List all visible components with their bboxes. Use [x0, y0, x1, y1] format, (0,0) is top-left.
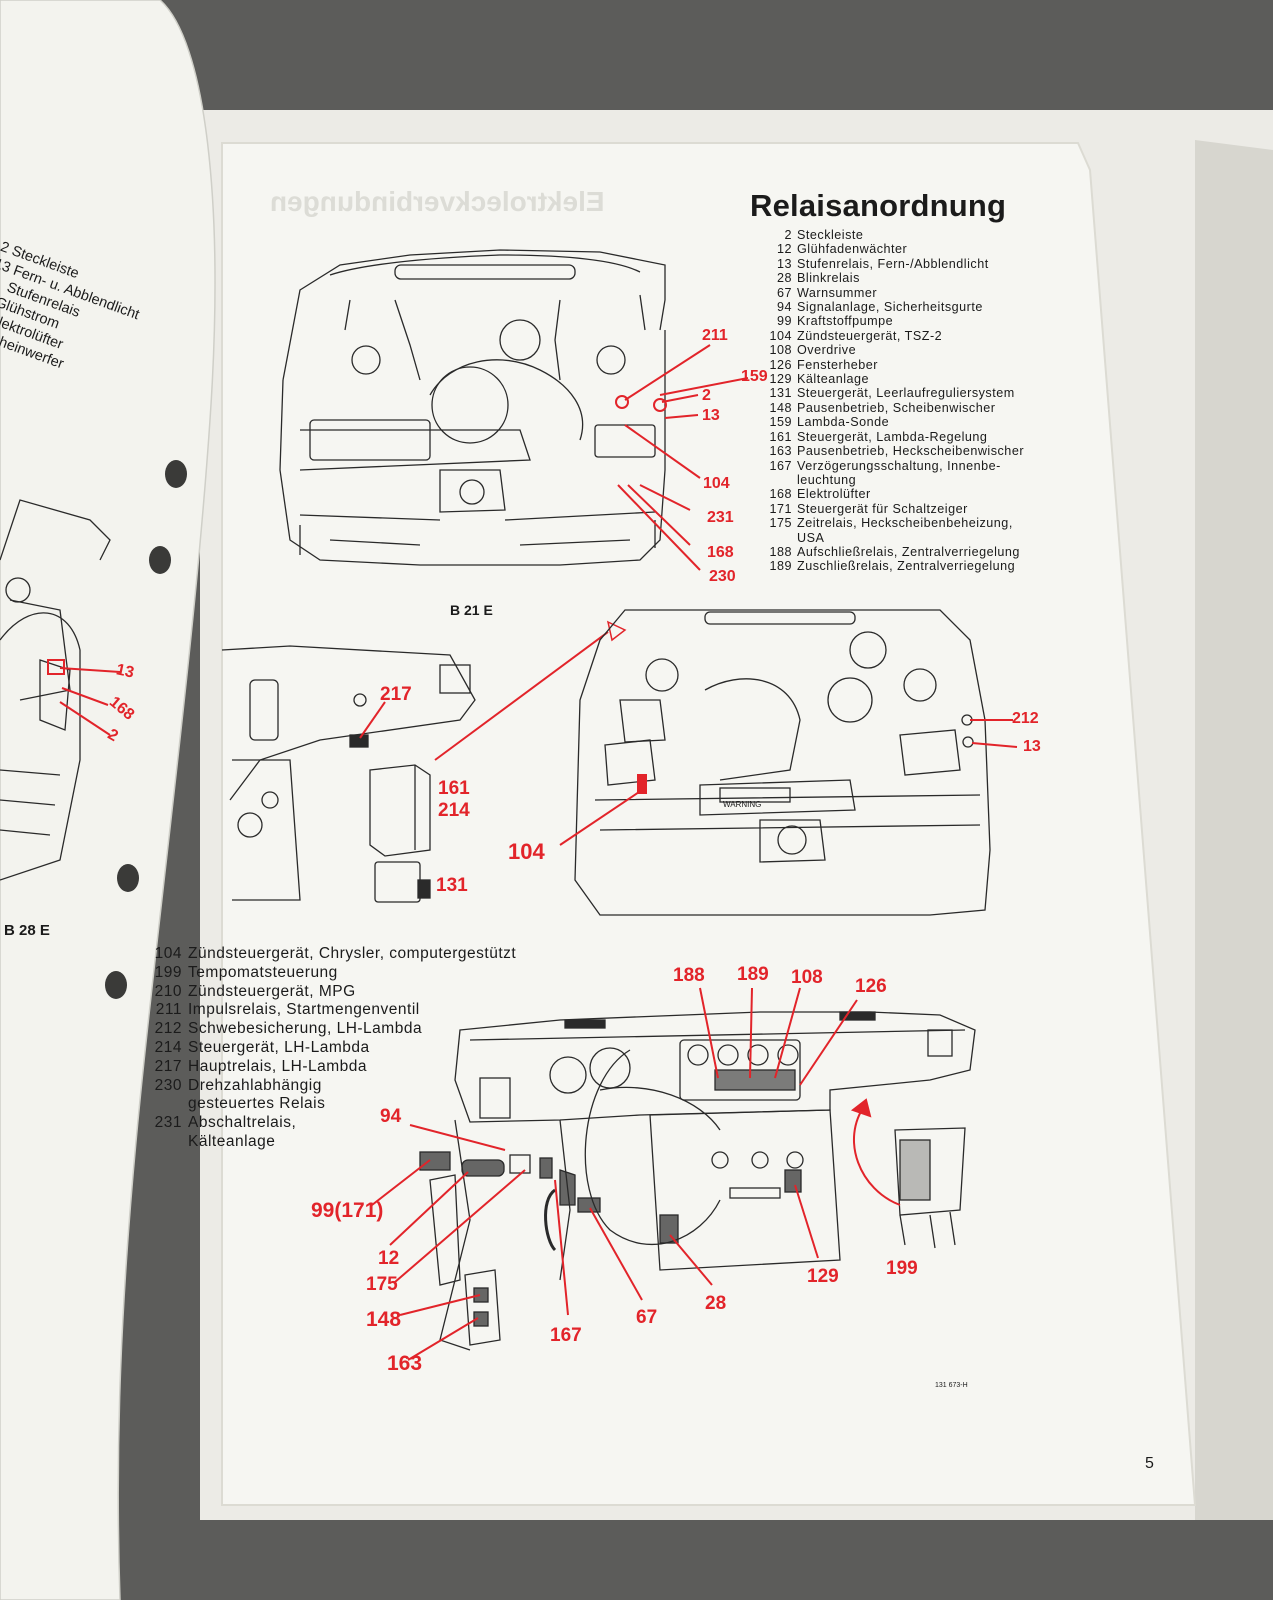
callout-189: 189: [737, 964, 769, 985]
callout-211: 211: [702, 327, 728, 344]
top-callout-leaders: [615, 344, 749, 571]
callout-28: 28: [705, 1293, 727, 1314]
mirrored-bleed-through-heading: Elektroleckverbindungen: [270, 186, 605, 217]
callout-214: 214: [438, 800, 470, 821]
callout-217: 217: [380, 684, 412, 705]
callout-199: 199: [886, 1258, 918, 1279]
left-page: [0, 0, 216, 1600]
callout-94: 94: [380, 1106, 402, 1127]
callout-175: 175: [366, 1274, 398, 1295]
engine-bay-lh-drawing: [574, 609, 991, 916]
engine-bay-b21e-drawing: [279, 249, 666, 566]
callout-168: 168: [707, 544, 734, 561]
callout-108: 108: [791, 967, 823, 988]
warning-plate-label: WARNING: [723, 800, 762, 809]
callout-212: 212: [1012, 710, 1039, 727]
dashboard-drawing: [419, 1011, 976, 1351]
callout-left-13: 13: [114, 661, 136, 682]
binder-hole: [117, 864, 139, 892]
callout-13-middle: 13: [1023, 738, 1041, 755]
engine-bay-b28e-fragment: [0, 499, 111, 881]
engine-caption-b28e: B 28 E: [4, 922, 50, 939]
callout-148: 148: [366, 1308, 402, 1331]
callout-99-171: 99(171): [311, 1199, 384, 1222]
callout-231: 231: [707, 509, 734, 526]
binder-hole: [105, 971, 127, 999]
callout-230: 230: [709, 568, 736, 585]
callout-2: 2: [702, 387, 711, 404]
right-page-shadow: [1195, 140, 1273, 1520]
callout-188: 188: [673, 965, 705, 986]
callout-131: 131: [436, 875, 468, 896]
left-callout-leaders: [47, 659, 121, 736]
dashboard-callout-leaders: [371, 987, 901, 1361]
page-number: 5: [1145, 1455, 1154, 1472]
glovebox-ecu-drawing: [221, 645, 476, 903]
document-code: 131 673-H: [935, 1382, 968, 1389]
callout-126: 126: [855, 976, 887, 997]
callout-67: 67: [636, 1307, 658, 1328]
callout-104-middle: 104: [508, 839, 545, 864]
binder-hole: [165, 460, 187, 488]
callout-12: 12: [378, 1248, 400, 1269]
engine-caption-b21e: B 21 E: [450, 602, 493, 618]
callout-167: 167: [550, 1325, 582, 1346]
middle-right-callout-leaders: [559, 719, 1018, 846]
callout-13: 13: [702, 407, 720, 424]
middle-callout-leaders: [359, 620, 627, 761]
callout-104: 104: [703, 475, 730, 492]
callout-159: 159: [741, 368, 768, 385]
page-title: Relaisanordnung: [750, 188, 1007, 223]
callout-129: 129: [807, 1266, 839, 1287]
callout-163: 163: [387, 1352, 423, 1375]
callout-161: 161: [438, 778, 470, 799]
binder-hole: [149, 546, 171, 574]
